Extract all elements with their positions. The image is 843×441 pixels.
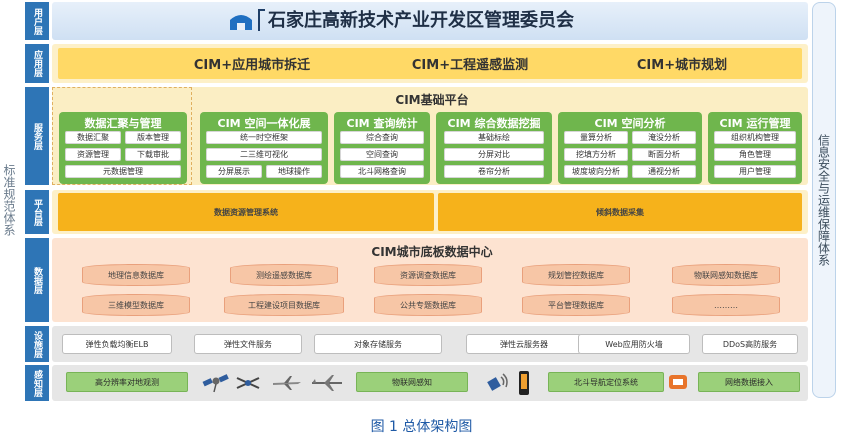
infra-file-service: 弹性文件服务 <box>194 334 302 354</box>
uav-icon <box>310 373 344 393</box>
building-icon <box>228 11 254 31</box>
sensor-icon <box>486 371 510 395</box>
app-layer-band: CIM+应用城市拆迁 CIM+工程遥感监测 CIM+城市规划 <box>52 44 808 83</box>
module-cell: 数据汇聚 <box>65 131 121 144</box>
database-platform-mgmt: 平台管理数据库 <box>522 294 630 316</box>
sense-beidou: 北斗导航定位系统 <box>548 372 664 392</box>
database-more: ……… <box>672 294 780 316</box>
module-cell: 分屏展示 <box>206 165 262 178</box>
module-cell: 量算分析 <box>564 131 628 144</box>
service-left-dashed <box>52 87 192 185</box>
figure-caption: 图 1 总体架构图 <box>370 419 473 435</box>
module-cell: 综合查询 <box>340 131 424 144</box>
module-data-mining: CIM 综合数据挖掘 基础标绘 分屏对比 卷帘分析 <box>436 112 552 184</box>
module-cell: 统一时空框架 <box>206 131 322 144</box>
module-cell: 元数据管理 <box>65 165 181 178</box>
header-title: 石家庄高新技术产业开发区管理委员会 <box>268 10 574 31</box>
layer-label-data: 数据层 <box>25 238 49 322</box>
service-layer-band: CIM基础平台 数据汇聚与管理 数据汇聚 版本管理 资源管理 下载审批 元数据管… <box>52 87 808 185</box>
cim-platform-title: CIM基础平台 <box>395 93 469 107</box>
database-3d-model: 三维模型数据库 <box>82 294 190 316</box>
module-ops-management: CIM 运行管理 组织机构管理 角色管理 用户管理 <box>708 112 802 184</box>
app-item-remote-sensing: CIM+工程遥感监测 <box>411 58 529 73</box>
infra-web-firewall: Web应用防火墙 <box>578 334 690 354</box>
phone-icon <box>518 370 530 396</box>
module-spatial-display: CIM 空间一体化展 统一时空框架 二三维可视化 分屏展示 地球操作 <box>200 112 328 184</box>
layer-label-platform: 平台层 <box>25 190 49 234</box>
module-cell: 二三维可视化 <box>206 148 322 161</box>
layer-label-sense: 感知层 <box>25 365 49 401</box>
database-engineering-project: 工程建设项目数据库 <box>224 294 344 316</box>
module-title: CIM 运行管理 <box>719 117 791 130</box>
infra-object-storage: 对象存储服务 <box>314 334 442 354</box>
layer-label-infra: 设施层 <box>25 326 49 362</box>
module-cell: 分屏对比 <box>444 148 544 161</box>
module-cell: 通视分析 <box>632 165 696 178</box>
platform-oblique-capture: 倾斜数据采集 <box>438 193 802 231</box>
module-cell: 版本管理 <box>125 131 181 144</box>
network-icon <box>668 374 688 390</box>
satellite-icon <box>202 371 230 395</box>
infra-layer-band: 弹性负载均衡ELB 弹性文件服务 对象存储服务 弹性云服务器 Web应用防火墙 … <box>52 326 808 362</box>
data-center-title: CIM城市底板数据中心 <box>371 245 493 259</box>
module-title: CIM 空间一体化展 <box>217 117 311 130</box>
module-data-aggregation: 数据汇聚与管理 数据汇聚 版本管理 资源管理 下载审批 元数据管理 <box>59 112 187 184</box>
layer-label-user: 用户层 <box>25 2 49 40</box>
module-cell: 断面分析 <box>632 148 696 161</box>
module-title: CIM 空间分析 <box>594 117 666 130</box>
database-iot: 物联网感知数据库 <box>672 264 780 286</box>
module-cell: 资源管理 <box>65 148 121 161</box>
sense-iot: 物联网感知 <box>356 372 468 392</box>
sense-network-data: 网络数据接入 <box>698 372 800 392</box>
standards-system-label: 标准规范体系 <box>2 164 16 236</box>
header-bracket <box>258 9 265 31</box>
sense-layer-band: 高分辨率对地观测 物联网感知 <box>52 365 808 401</box>
infra-cloud-server: 弹性云服务器 <box>466 334 582 354</box>
module-cell: 角色管理 <box>714 148 796 161</box>
module-query-stats: CIM 查询统计 综合查询 空间查询 北斗网格查询 <box>334 112 430 184</box>
layer-label-service: 服务层 <box>25 87 49 185</box>
platform-layer-band: 数据资源管理系统 倾斜数据采集 <box>52 190 808 234</box>
module-cell: 下载审批 <box>125 148 181 161</box>
app-item-urban-planning: CIM+城市规划 <box>636 58 728 73</box>
module-cell: 淹没分析 <box>632 131 696 144</box>
user-layer-band: 石家庄高新技术产业开发区管理委员会 <box>52 2 808 40</box>
app-item-demolition: CIM+应用城市拆迁 <box>193 58 311 73</box>
module-cell: 挖填方分析 <box>564 148 628 161</box>
module-cell: 地球操作 <box>266 165 322 178</box>
module-cell: 空间查询 <box>340 148 424 161</box>
module-cell: 组织机构管理 <box>714 131 796 144</box>
platform-data-resource-system: 数据资源管理系统 <box>58 193 434 231</box>
database-public-topic: 公共专题数据库 <box>374 294 482 316</box>
module-title: CIM 综合数据挖掘 <box>447 117 541 130</box>
module-cell: 坡度坡向分析 <box>564 165 628 178</box>
database-geo-info: 地理信息数据库 <box>82 264 190 286</box>
module-title: CIM 查询统计 <box>346 117 418 130</box>
database-planning-control: 规划管控数据库 <box>522 264 630 286</box>
module-title: 数据汇聚与管理 <box>84 117 162 130</box>
drone-icon <box>235 372 261 394</box>
infra-ddos: DDoS高防服务 <box>702 334 798 354</box>
layer-label-app: 应用层 <box>25 44 49 83</box>
module-cell: 基础标绘 <box>444 131 544 144</box>
sense-earth-observation: 高分辨率对地观测 <box>66 372 188 392</box>
module-cell: 用户管理 <box>714 165 796 178</box>
database-resource-survey: 资源调查数据库 <box>374 264 482 286</box>
app-layer-inner <box>58 48 802 79</box>
module-cell: 北斗网格查询 <box>340 165 424 178</box>
module-cell: 卷帘分析 <box>444 165 544 178</box>
data-layer-band: CIM城市底板数据中心 地理信息数据库 测绘遥感数据库 资源调查数据库 规划管控… <box>52 238 808 322</box>
infra-elb: 弹性负载均衡ELB <box>62 334 172 354</box>
module-spatial-analysis: CIM 空间分析 量算分析 淹没分析 挖填方分析 断面分析 坡度坡向分析 通视分… <box>558 112 702 184</box>
database-survey-rs: 测绘遥感数据库 <box>230 264 338 286</box>
aircraft-icon <box>272 374 302 392</box>
security-ops-system-label: 信息安全与运维保障体系 <box>812 2 836 398</box>
